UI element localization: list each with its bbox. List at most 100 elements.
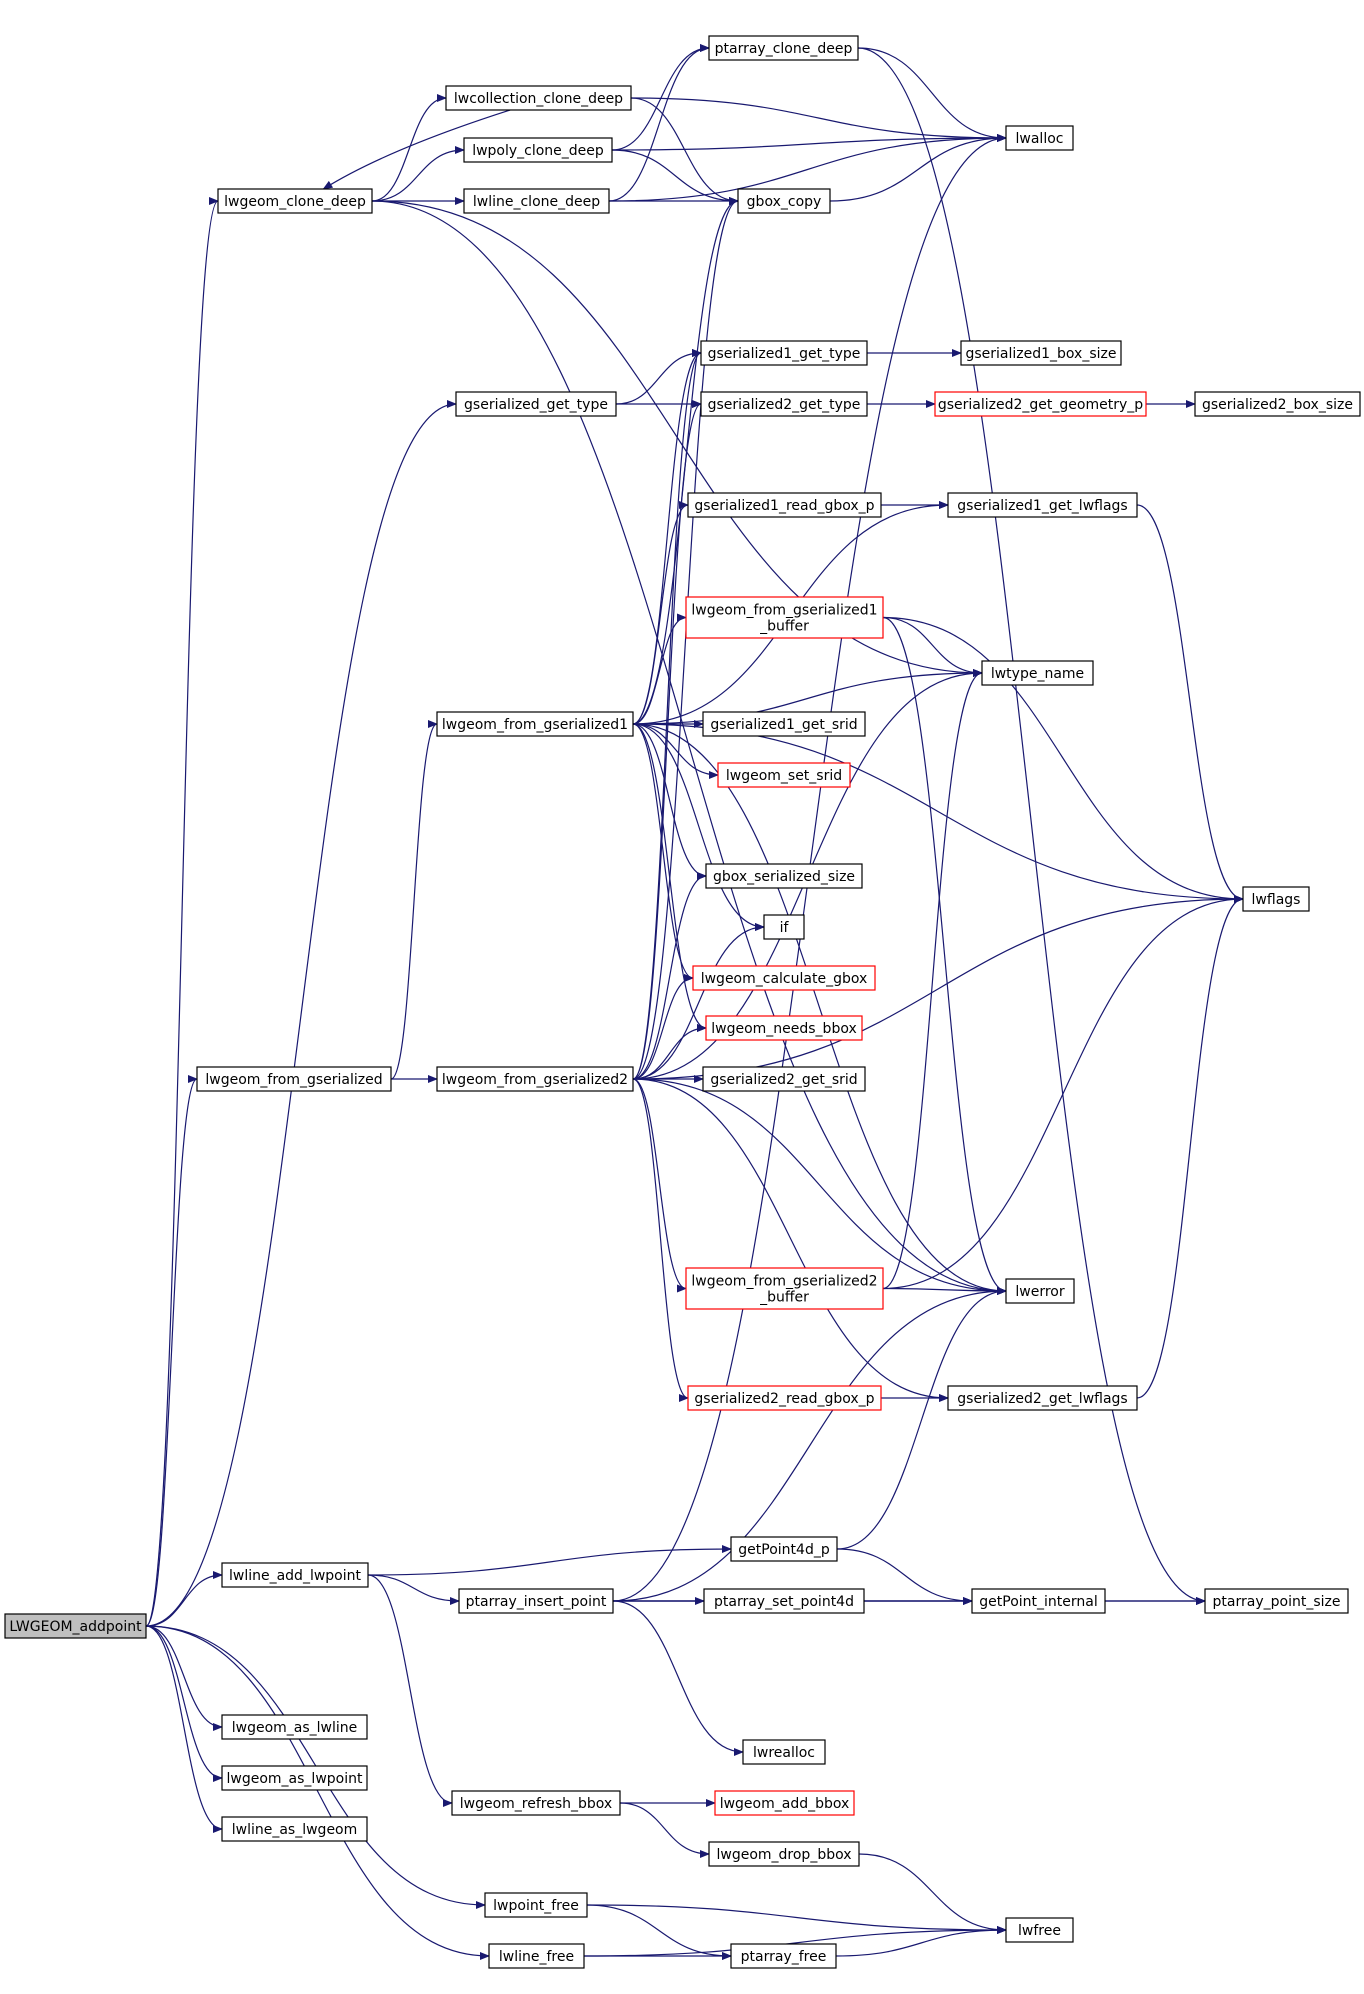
node-lwgeom-needs-bbox[interactable]: lwgeom_needs_bbox	[705, 1015, 863, 1041]
node-box[interactable]	[700, 340, 868, 366]
node-box[interactable]	[692, 965, 876, 991]
node-box[interactable]	[1204, 1588, 1349, 1614]
node-box[interactable]	[971, 1588, 1106, 1614]
node-lwgeom-as-lwline[interactable]: lwgeom_as_lwline	[221, 1714, 368, 1740]
node-box[interactable]	[221, 1562, 369, 1588]
node-lwgeom-from-gserialized2-buffer[interactable]: lwgeom_from_gserialized2_buffer	[685, 1267, 884, 1310]
node-box[interactable]	[1194, 391, 1361, 417]
node-lwgeom-drop-bbox[interactable]: lwgeom_drop_bbox	[708, 1841, 860, 1867]
node-lwgeom-set-srid[interactable]: lwgeom_set_srid	[717, 762, 851, 788]
node-lwline-add-lwpoint[interactable]: lwline_add_lwpoint	[221, 1562, 369, 1588]
node-lwgeom-from-gserialized[interactable]: lwgeom_from_gserialized	[196, 1066, 392, 1092]
node-lwgeom-from-gserialized2[interactable]: lwgeom_from_gserialized2	[436, 1066, 634, 1092]
node-gserialized2-box-size[interactable]: gserialized2_box_size	[1194, 391, 1361, 417]
node-box[interactable]	[687, 1385, 882, 1411]
node-gserialized2-get-type[interactable]: gserialized2_get_type	[700, 391, 868, 417]
node-gserialized1-get-srid[interactable]: gserialized1_get_srid	[702, 711, 866, 737]
node-ptarray-free[interactable]: ptarray_free	[730, 1943, 837, 1969]
node-box[interactable]	[981, 660, 1094, 686]
node-gserialized2-read-gbox-p[interactable]: gserialized2_read_gbox_p	[687, 1385, 882, 1411]
node-lwrealloc[interactable]: lwrealloc	[742, 1739, 826, 1765]
node-box[interactable]	[705, 1015, 863, 1041]
node-gserialized2-get-srid[interactable]: gserialized2_get_srid	[702, 1066, 866, 1092]
node-lwcollection-clone-deep[interactable]: lwcollection_clone_deep	[445, 85, 632, 111]
node-gserialized1-read-gbox-p[interactable]: gserialized1_read_gbox_p	[687, 492, 882, 518]
node-box[interactable]	[221, 1765, 368, 1791]
node-box[interactable]	[436, 1066, 634, 1092]
node-lwtype-name[interactable]: lwtype_name	[981, 660, 1094, 686]
node-lwline-as-lwgeom[interactable]: lwline_as_lwgeom	[221, 1816, 368, 1842]
node-lwgeom-clone-deep[interactable]: lwgeom_clone_deep	[217, 188, 373, 214]
node-lwpoly-clone-deep[interactable]: lwpoly_clone_deep	[463, 137, 613, 163]
node-box[interactable]	[730, 1536, 838, 1562]
node-box[interactable]	[947, 1385, 1138, 1411]
node-lwerror[interactable]: lwerror	[1005, 1278, 1075, 1304]
node-ptarray-set-point4d[interactable]: ptarray_set_point4d	[703, 1588, 865, 1614]
node-lwgeom-as-lwpoint[interactable]: lwgeom_as_lwpoint	[221, 1765, 368, 1791]
node-box[interactable]	[445, 85, 632, 111]
node-gserialized2-get-lwflags[interactable]: gserialized2_get_lwflags	[947, 1385, 1138, 1411]
node-box[interactable]	[717, 762, 851, 788]
node-lwgeom-from-gserialized1[interactable]: lwgeom_from_gserialized1	[436, 711, 634, 737]
node-box[interactable]	[730, 1943, 837, 1969]
node-box[interactable]	[488, 1943, 585, 1969]
node-box[interactable]	[455, 391, 617, 417]
node-lwpoint-free[interactable]: lwpoint_free	[484, 1892, 588, 1918]
node-gserialized-get-type[interactable]: gserialized_get_type	[455, 391, 617, 417]
node-box[interactable]	[708, 35, 859, 61]
node-box[interactable]	[217, 188, 373, 214]
node-box[interactable]	[436, 711, 634, 737]
node-box[interactable]	[702, 711, 866, 737]
node-ptarray-clone-deep[interactable]: ptarray_clone_deep	[708, 35, 859, 61]
node-box[interactable]	[700, 391, 868, 417]
node-box[interactable]	[705, 863, 863, 889]
node-getpoint4d-p[interactable]: getPoint4d_p	[730, 1536, 838, 1562]
node-lwgeom-addpoint[interactable]: LWGEOM_addpoint	[4, 1613, 147, 1639]
node-gserialized2-get-geometry-p[interactable]: gserialized2_get_geometry_p	[934, 391, 1147, 417]
node-box[interactable]	[196, 1066, 392, 1092]
node-lwline-clone-deep[interactable]: lwline_clone_deep	[463, 188, 610, 214]
node-gbox-copy[interactable]: gbox_copy	[737, 188, 831, 214]
node-box[interactable]	[451, 1790, 621, 1816]
node-lwline-free[interactable]: lwline_free	[488, 1943, 585, 1969]
node-if[interactable]: if	[763, 914, 805, 940]
node-box[interactable]	[687, 492, 882, 518]
node-box[interactable]	[934, 391, 1147, 417]
node-lwfree[interactable]: lwfree	[1005, 1917, 1074, 1943]
node-gserialized1-get-type[interactable]: gserialized1_get_type	[700, 340, 868, 366]
node-ptarray-insert-point[interactable]: ptarray_insert_point	[458, 1588, 614, 1614]
node-box[interactable]	[4, 1613, 147, 1639]
node-getpoint-internal[interactable]: getPoint_internal	[971, 1588, 1106, 1614]
node-lwgeom-add-bbox[interactable]: lwgeom_add_bbox	[714, 1790, 855, 1816]
node-box[interactable]	[458, 1588, 614, 1614]
node-box[interactable]	[702, 1066, 866, 1092]
node-box[interactable]	[685, 1267, 884, 1310]
node-box[interactable]	[703, 1588, 865, 1614]
node-box[interactable]	[947, 492, 1138, 518]
node-box[interactable]	[1005, 1917, 1074, 1943]
node-box[interactable]	[737, 188, 831, 214]
node-box[interactable]	[708, 1841, 860, 1867]
node-box[interactable]	[714, 1790, 855, 1816]
node-box[interactable]	[960, 340, 1122, 366]
node-box[interactable]	[1242, 886, 1310, 912]
node-lwalloc[interactable]: lwalloc	[1005, 125, 1074, 151]
node-box[interactable]	[221, 1816, 368, 1842]
node-box[interactable]	[484, 1892, 588, 1918]
node-box[interactable]	[221, 1714, 368, 1740]
node-gbox-serialized-size[interactable]: gbox_serialized_size	[705, 863, 863, 889]
node-box[interactable]	[685, 596, 884, 639]
node-lwgeom-refresh-bbox[interactable]: lwgeom_refresh_bbox	[451, 1790, 621, 1816]
node-box[interactable]	[742, 1739, 826, 1765]
node-ptarray-point-size[interactable]: ptarray_point_size	[1204, 1588, 1349, 1614]
node-lwgeom-from-gserialized1-buffer[interactable]: lwgeom_from_gserialized1_buffer	[685, 596, 884, 639]
node-box[interactable]	[1005, 125, 1074, 151]
node-box[interactable]	[463, 137, 613, 163]
node-box[interactable]	[763, 914, 805, 940]
node-gserialized1-get-lwflags[interactable]: gserialized1_get_lwflags	[947, 492, 1138, 518]
node-gserialized1-box-size[interactable]: gserialized1_box_size	[960, 340, 1122, 366]
node-lwflags[interactable]: lwflags	[1242, 886, 1310, 912]
node-box[interactable]	[1005, 1278, 1075, 1304]
node-lwgeom-calculate-gbox[interactable]: lwgeom_calculate_gbox	[692, 965, 876, 991]
node-box[interactable]	[463, 188, 610, 214]
